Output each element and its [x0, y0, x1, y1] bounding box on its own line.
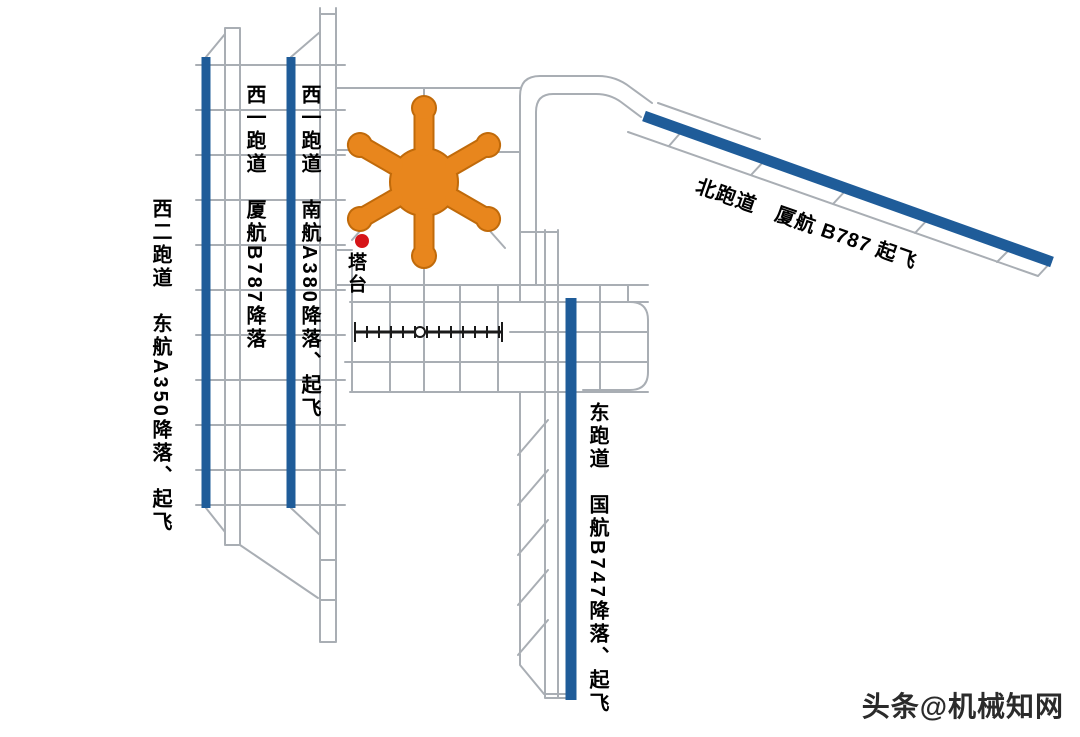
label-runway-west2: 西二跑道 东航A350降落、起飞 [149, 198, 171, 534]
rail-ticks [354, 322, 503, 342]
rail-station-marker [414, 326, 426, 338]
label-runway-west1-southern: 西一跑道 南航A380降落、起飞 [298, 84, 320, 420]
label-runway-east: 东跑道 国航B747降落、起飞 [586, 402, 608, 715]
tower-marker-icon [355, 234, 369, 248]
watermark: 头条@机械知网 [861, 691, 1064, 722]
runway-north [642, 110, 1054, 268]
label-runway-west1-xiamen: 西一跑道 厦航B787降落 [243, 84, 265, 351]
taxiway-network [195, 7, 1052, 699]
label-tower: 塔台 [345, 252, 366, 296]
